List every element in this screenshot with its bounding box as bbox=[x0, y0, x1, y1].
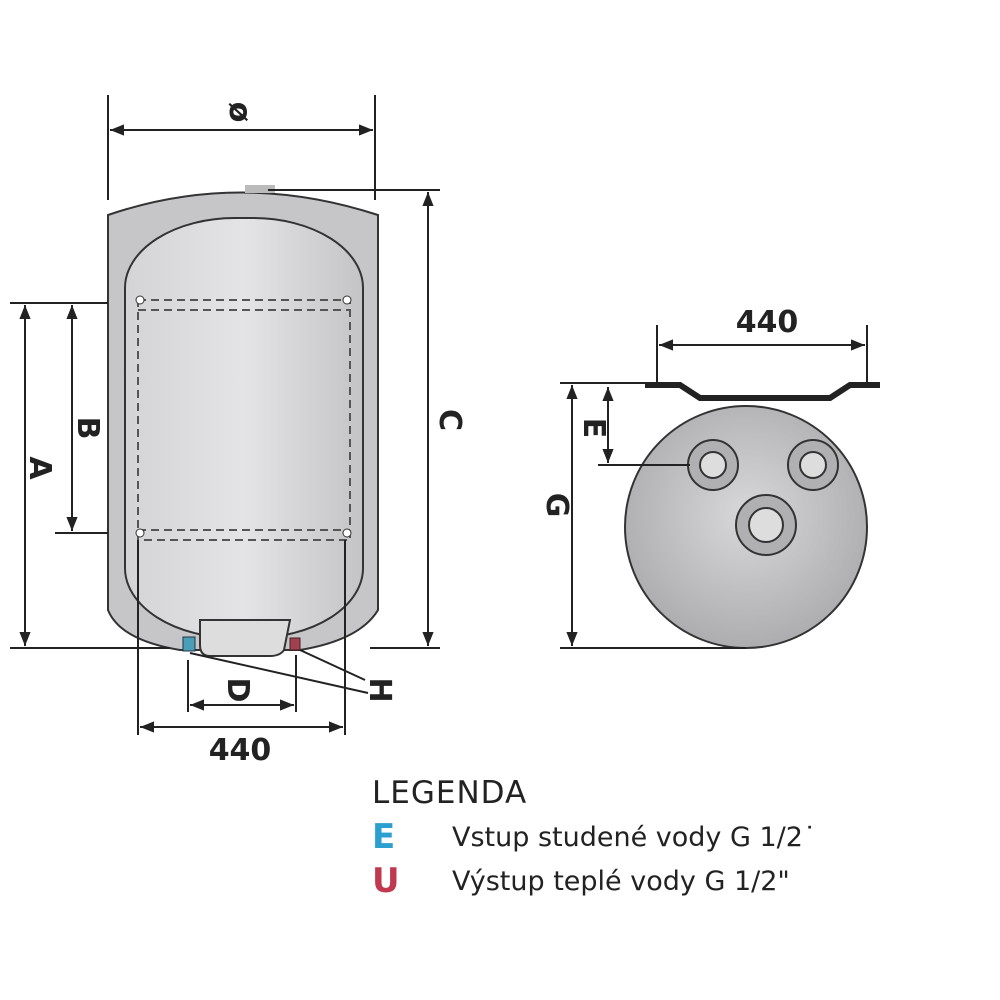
dim-d-label: D bbox=[220, 678, 255, 703]
dim-e-label: E bbox=[576, 418, 611, 439]
cold-inlet-pipe bbox=[182, 636, 196, 652]
legend-item-hot-outlet: U Výstup teplé vody G 1/2" bbox=[372, 859, 816, 903]
legend: LEGENDA E Vstup studené vody G 1/2˙ U Vý… bbox=[372, 775, 816, 903]
legend-key-e: E bbox=[372, 817, 396, 857]
dim-c-label: C bbox=[432, 409, 467, 431]
dim-g-label: G bbox=[539, 493, 574, 518]
top-width-label: 440 bbox=[736, 305, 799, 340]
dim-b-label: B bbox=[70, 417, 105, 440]
legend-text: Výstup teplé vody G 1/2" bbox=[452, 865, 790, 897]
legend-text: Vstup studené vody G 1/2˙ bbox=[452, 821, 817, 853]
bottom-flange bbox=[199, 619, 292, 657]
hot-outlet-pipe bbox=[289, 637, 301, 651]
diameter-label: ø bbox=[222, 102, 257, 123]
heating-element-outline bbox=[137, 299, 351, 541]
legend-key-u: U bbox=[372, 861, 400, 901]
legend-title: LEGENDA bbox=[372, 775, 528, 811]
legend-item-cold-inlet: E Vstup studené vody G 1/2˙ bbox=[372, 815, 816, 859]
dim-h-label: H bbox=[362, 677, 397, 702]
side-view: ø C A B D 440 H bbox=[10, 95, 467, 768]
mounting-bracket bbox=[645, 382, 880, 401]
dim-a-label: A bbox=[22, 456, 57, 480]
side-width-label: 440 bbox=[209, 733, 272, 768]
top-view: 440 G E bbox=[539, 305, 880, 649]
tank-inner-vessel bbox=[124, 217, 364, 639]
